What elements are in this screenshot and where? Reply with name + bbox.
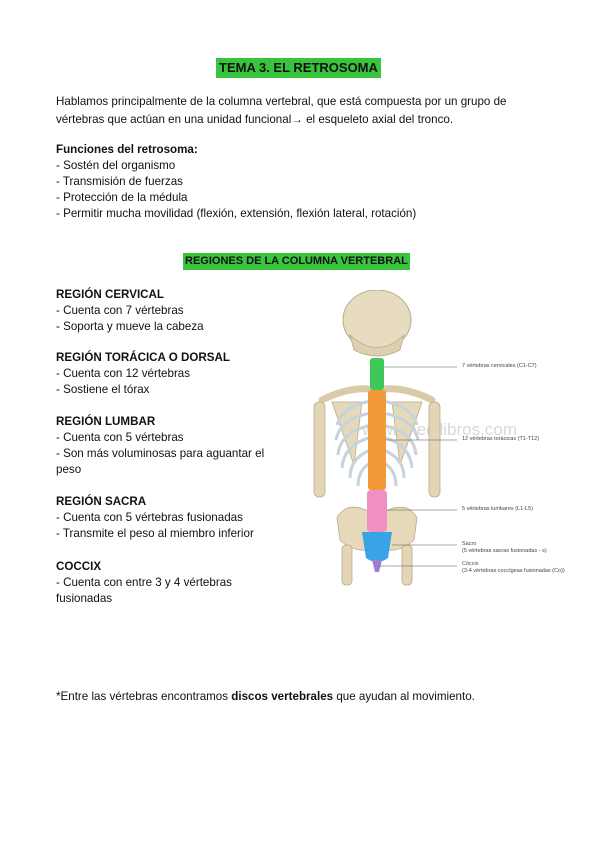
region-sacral: REGIÓN SACRA - Cuenta con 5 vértebras fu… [56,494,278,542]
region-heading: REGIÓN SACRA [56,495,147,508]
lumbar-spine-segment [367,490,387,532]
footnote-after: que ayudan al movimiento. [333,690,475,703]
intro-paragraph: Hablamos principalmente de la columna ve… [56,95,507,126]
footnote-before: *Entre las vértebras encontramos [56,690,232,703]
region-heading: REGIÓN CERVICAL [56,288,165,301]
leader-lines [379,366,457,567]
page-title: TEMA 3. EL RETROSOMA [216,58,381,78]
footnote: *Entre las vértebras encontramos discos … [56,689,475,705]
region-cervical: REGIÓN CERVICAL - Cuenta con 7 vértebras… [56,287,278,335]
section-subtitle: REGIONES DE LA COLUMNA VERTEBRAL [183,253,410,270]
region-heading: REGIÓN LUMBAR [56,415,156,428]
list-item: - Sostén del organismo [56,159,176,172]
label-lumbar: 5 vértebras lumbares (L1-L5) [462,506,533,512]
sacrum-segment [362,532,392,562]
jaw-shape [349,333,405,357]
region-heading: COCCIX [56,560,102,573]
functions-list: - Sostén del organismo - Transmisión de … [56,158,416,222]
functions-heading: Funciones del retrosoma: [56,143,198,156]
footnote-bold: discos vertebrales [231,690,334,703]
label-sacrum-1: Sacro [462,541,477,547]
label-cervical: 7 vértebras cervicales (C1-C7) [462,363,537,369]
list-item: - Cuenta con 5 vértebras fusionadas [56,511,243,524]
list-item: - Cuenta con 12 vértebras [56,367,191,380]
list-item: - Transmite el peso al miembro inferior [56,527,254,540]
right-humerus-shape [428,401,441,498]
region-lumbar: REGIÓN LUMBAR - Cuenta con 5 vértebras -… [56,414,278,478]
list-item: - Son más voluminosas para aguantar el p… [56,447,265,476]
list-item: - Protección de la médula [56,191,188,204]
list-item: - Soporta y mueve la cabeza [56,320,204,333]
list-item: - Transmisión de fuerzas [56,175,183,188]
region-coccyx: COCCIX - Cuenta con entre 3 y 4 vértebra… [56,559,266,607]
label-coccyx-2: (3-4 vértebras coccígeas fusionadas (Co)… [462,568,565,574]
list-item: - Permitir mucha movilidad (flexión, ext… [56,207,417,220]
list-item: - Cuenta con 5 vértebras [56,431,184,444]
list-item: - Sostiene el tórax [56,383,150,396]
left-humerus-shape [313,401,326,498]
cervical-spine-segment [370,358,384,390]
left-femur-shape [341,544,353,586]
label-sacrum-2: (5 vértebras sacras fusionadas - s) [462,548,547,554]
list-item: - Cuenta con entre 3 y 4 vértebras fusio… [56,576,232,605]
label-coccyx-1: Cóccix [462,561,479,567]
region-thoracic: REGIÓN TORÁCICA O DORSAL - Cuenta con 12… [56,350,278,398]
coccyx-segment [372,560,382,572]
thoracic-spine-segment [368,390,386,490]
right-femur-shape [401,544,413,586]
label-thoracic: 12 vértebras torácicas (T1-T12) [462,436,540,442]
spine-illustration: www.medilibros.com [313,290,517,586]
list-item: - Cuenta con 7 vértebras [56,304,184,317]
region-heading: REGIÓN TORÁCICA O DORSAL [56,351,230,364]
